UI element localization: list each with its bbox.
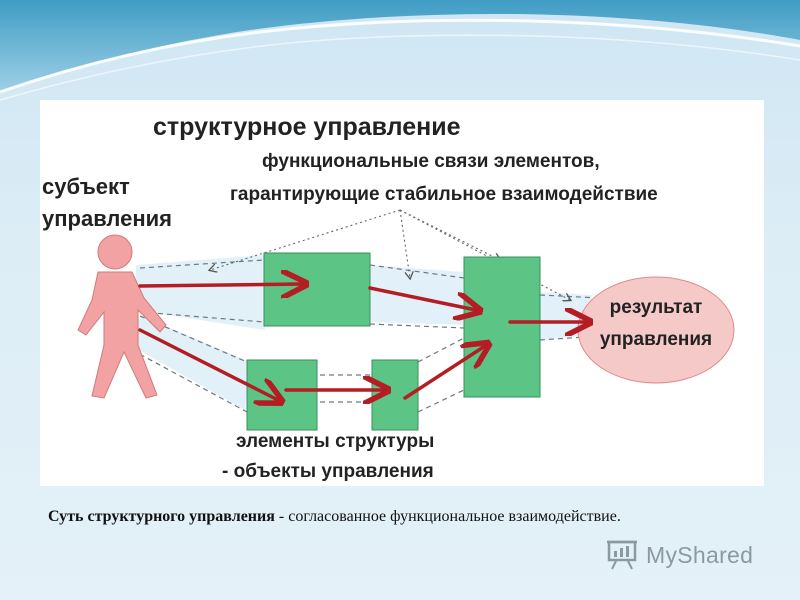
presentation-board-icon (607, 540, 637, 570)
element-box-right-tall (463, 256, 541, 398)
caption-rest: - согласованное функциональное взаимодей… (274, 508, 621, 525)
decorative-wave-header (0, 0, 800, 101)
person-icon (77, 234, 167, 399)
structural-management-diagram: структурное управление функциональные св… (42, 113, 735, 482)
myshared-logo: MyShared (606, 538, 766, 572)
subject-label-line-2: управления (42, 206, 172, 231)
element-box-bottom-left (246, 359, 318, 431)
arrow-top-box-to-tall-box (368, 286, 476, 310)
caption-bold: Суть структурного управления (48, 508, 275, 525)
arrow-bottom-right-to-tall-box (403, 346, 485, 400)
result-label-line-1: результат (610, 297, 703, 318)
subject-label-line-1: субъект (42, 174, 130, 199)
subtitle-line-1: функциональные связи элементов, (262, 151, 600, 172)
subtitle-line-2: гарантирующие стабильное взаимодействие (230, 184, 658, 205)
control-arrows (138, 284, 586, 400)
arrow-subject-to-top-box (138, 284, 302, 286)
elements-label-line-1: элементы структуры (236, 431, 434, 452)
logo-text: MyShared (646, 541, 754, 568)
slide-caption: Суть структурного управления - согласова… (48, 506, 688, 528)
element-box-top (263, 252, 371, 327)
elements-label-line-2: - объекты управления (222, 461, 434, 482)
diagram-title: структурное управление (153, 113, 461, 141)
arrow-subject-to-bottom-box (138, 328, 278, 400)
diagram-panel: структурное управление функциональные св… (40, 100, 764, 486)
subtitle-pointers (210, 209, 570, 300)
result-label-line-2: управления (600, 329, 712, 350)
